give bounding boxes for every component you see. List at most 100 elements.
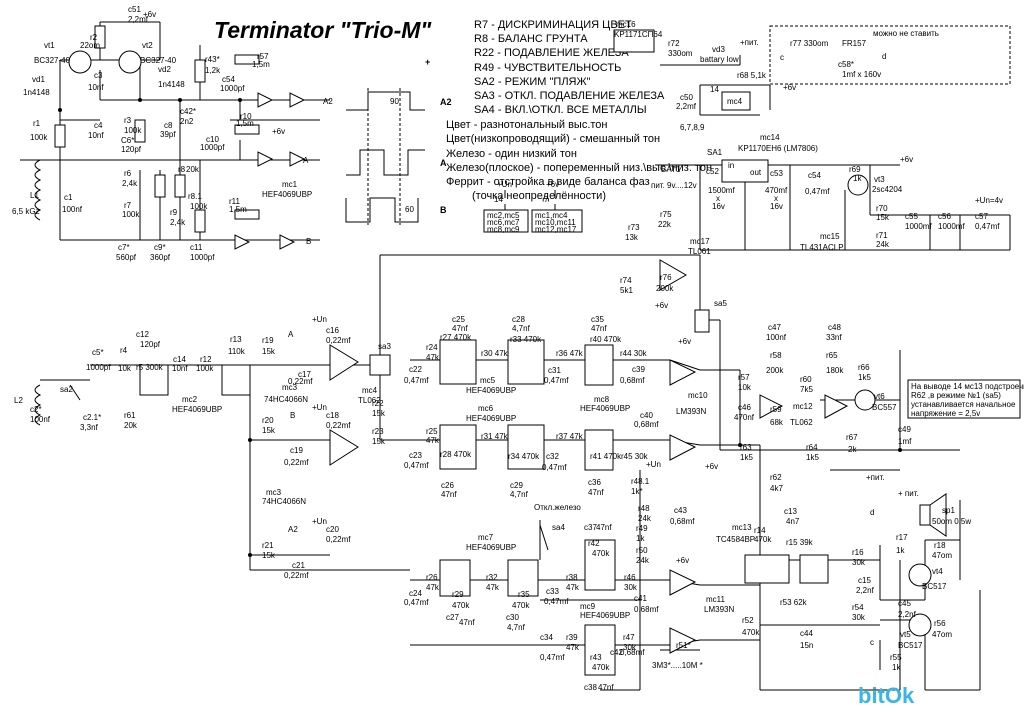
inverter-pack-mc7b xyxy=(507,559,539,597)
component-label-mc10v: LM393N xyxy=(676,407,706,416)
component-label-r69: r69 xyxy=(849,165,861,174)
component-label-r29v: 470k xyxy=(452,601,470,610)
component-label-r47v: 30k xyxy=(623,643,637,652)
transistor-vt6 xyxy=(854,389,876,411)
component-label-c36v: 47nf xyxy=(588,488,604,497)
component-label-r39: r39 xyxy=(566,633,578,642)
component-label-c16: c16 xyxy=(326,326,339,335)
component-label-c2s: c2* xyxy=(30,405,42,414)
component-label-c37: c37 xyxy=(584,523,597,532)
component-label-vd2v: 1n4148 xyxy=(158,80,185,89)
tone-line: (точка неопределённости) xyxy=(472,190,606,202)
component-label-r58: r58 xyxy=(770,351,782,360)
component-label-r481: r48.1 xyxy=(631,477,650,486)
component-label-c17v: 0,22mf xyxy=(288,377,313,386)
component-label-c32: c32 xyxy=(546,452,559,461)
calibration-note: На выводе 14 мс13 подстроечником R62 ,в … xyxy=(911,382,1024,418)
component-label-c50: c50 xyxy=(680,93,693,102)
inverter-pack-mc6b xyxy=(507,424,545,470)
component-label-mc15: mc15 xyxy=(820,232,840,241)
inverter-pack-mc7 xyxy=(439,559,471,597)
inverter-pack-mc6 xyxy=(439,424,477,470)
component-label-c11v: 1000pf xyxy=(190,253,215,262)
component-label-c55v: 1000mf xyxy=(905,222,932,231)
component-label-c17: c17 xyxy=(298,370,311,379)
component-label-c22: c22 xyxy=(409,365,422,374)
component-label-mc4: mc4 xyxy=(727,97,743,106)
component-label-r81v: 100k xyxy=(190,202,208,211)
component-label-mc9v: HEF4069UBP xyxy=(580,611,630,620)
component-label-c10v: 1000pf xyxy=(200,143,225,152)
component-label-r13: r13 xyxy=(230,335,242,344)
component-label-c18v: 0,22mf xyxy=(326,421,351,430)
ic-mc16 xyxy=(613,29,655,53)
coil-l1 xyxy=(34,159,42,221)
component-label-mc8v: HEF4069UBP xyxy=(580,404,630,413)
resistor xyxy=(194,209,206,233)
component-label-vt2: vt2 xyxy=(142,41,153,50)
component-label-r19v: 15k xyxy=(262,347,276,356)
component-label-c5: c5* xyxy=(92,348,104,357)
chip-list: mc12,mc17 xyxy=(535,225,577,234)
component-label-r72: r72 xyxy=(668,39,680,48)
component-label-mc14: mc14 xyxy=(760,133,780,142)
inverter xyxy=(257,151,274,167)
note-line: SA3 - ОТКЛ. ПОДАВЛЕНИЕ ЖЕЛЕЗА xyxy=(474,90,665,102)
component-label-c27: c27 xyxy=(446,613,459,622)
component-label-r64: r64 xyxy=(806,443,818,452)
chip-list: mc8,mc9 xyxy=(487,225,520,234)
component-label-c4: c4 xyxy=(94,121,103,130)
component-label-c52x: x xyxy=(716,194,720,203)
component-label-r49: r49 xyxy=(636,524,648,533)
component-label-r65v: 180k xyxy=(826,366,844,375)
comparator-mc10b xyxy=(669,434,697,461)
component-label-c30: c30 xyxy=(506,613,519,622)
component-label-dd: d xyxy=(882,52,886,61)
component-label-c1v: 100nf xyxy=(62,205,83,214)
comparator-mc11b xyxy=(669,627,697,654)
component-label-c28v: 4,7nf xyxy=(512,324,531,333)
tone-line: Железо(плоское) - попеременный низ.\выс.… xyxy=(446,162,712,174)
component-label-r12v: 100k xyxy=(196,364,214,373)
component-label-sa4: sa4 xyxy=(552,523,565,532)
component-label-r59v: 68k xyxy=(770,418,784,427)
component-label-c19v: 0,22mf xyxy=(284,458,309,467)
component-label-bl: battary low xyxy=(700,55,739,64)
component-label-r34: r34 470k xyxy=(508,452,540,461)
svg-text:напряжение = 2,5v: напряжение = 2,5v xyxy=(911,409,980,418)
component-label-vd3: vd3 xyxy=(712,45,725,54)
component-label-c23: c23 xyxy=(409,451,422,460)
component-label-r3: r3 xyxy=(124,116,132,125)
component-label-c38v: 47nf xyxy=(598,683,614,692)
component-label-r33: r33 470k xyxy=(510,335,542,344)
component-label-r58v: 200k xyxy=(766,366,784,375)
component-label-mc3bv: 74HC4066N xyxy=(262,497,306,506)
inverter-pack-mc5b xyxy=(507,339,545,385)
component-label-a2m: A2 xyxy=(288,525,298,534)
note-line: R22 - ПОДАВЛЕНИЕ ЖЕЛЕЗА xyxy=(474,47,629,59)
component-label-c15: c15 xyxy=(858,576,871,585)
component-label-mc4bv: TL062 xyxy=(358,396,381,405)
component-label-r52v: 470k xyxy=(742,628,760,637)
component-label-r67: r67 xyxy=(846,433,858,442)
wave-label: A xyxy=(440,158,447,168)
component-label-r41: r41 470k xyxy=(590,452,622,461)
transistor-vt5 xyxy=(908,613,932,637)
component-label-r54v: 30k xyxy=(852,613,866,622)
component-label-c9: c9* xyxy=(154,243,166,252)
component-label-c52: c52 xyxy=(706,167,719,176)
component-label-r63v: 1k5 xyxy=(740,453,753,462)
component-label-pun1: +Un xyxy=(312,315,327,324)
power-label: +6v xyxy=(546,180,559,189)
tone-line: Феррит - отстройка в виде баланса фаз xyxy=(446,176,650,188)
component-label-mc13: mc13 xyxy=(732,523,752,532)
component-label-c47: c47 xyxy=(768,323,781,332)
component-label-r70: r70 xyxy=(876,204,888,213)
component-label-r9: r9 xyxy=(170,208,178,217)
component-label-mc6v: HEF4069UBP xyxy=(466,414,516,423)
component-label-c56: c56 xyxy=(938,212,951,221)
component-label-r10: r10 xyxy=(240,112,252,121)
component-label-cc: c xyxy=(780,53,784,62)
component-label-r1v: 100k xyxy=(30,133,48,142)
